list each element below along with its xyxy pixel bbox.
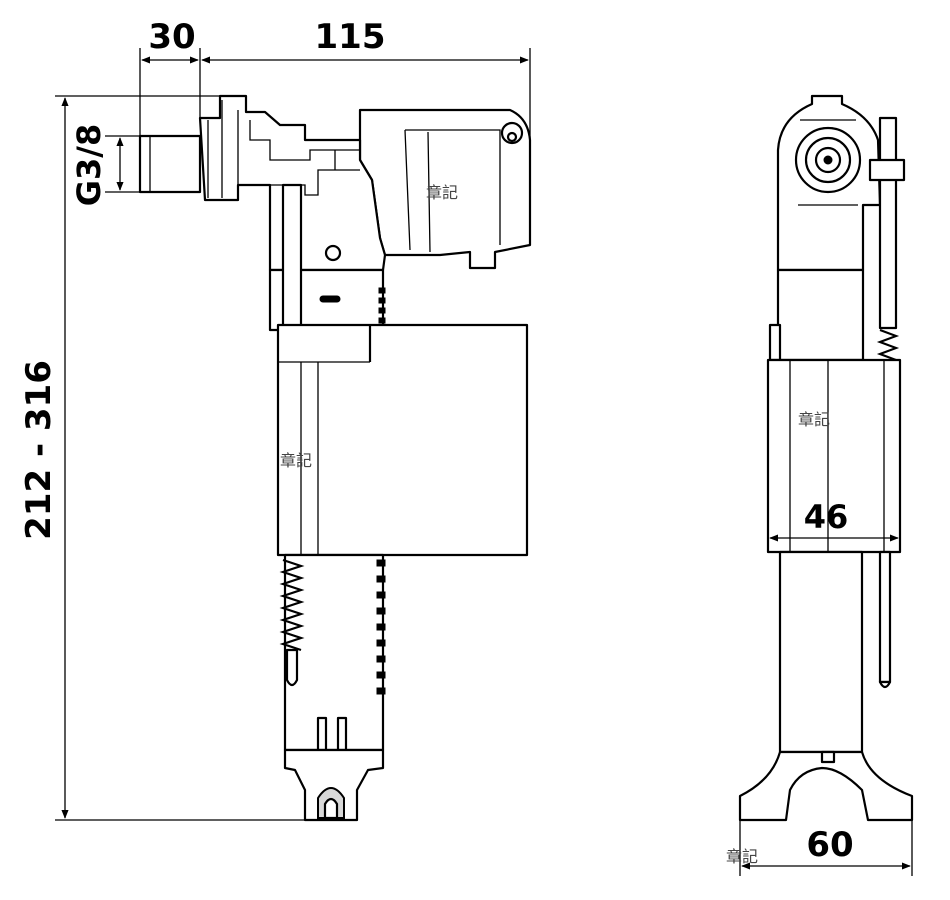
float-box xyxy=(276,323,529,557)
dim-thread: G3/8 xyxy=(70,124,108,206)
spring-lower xyxy=(279,558,305,652)
float-pivot-hole xyxy=(506,131,518,143)
dim-body-width: 46 xyxy=(804,498,849,536)
base-slot-right xyxy=(336,716,348,752)
lower-shaft xyxy=(283,553,385,752)
watermark-4: 章記 xyxy=(726,847,758,866)
watermark-2: 章記 xyxy=(280,451,312,470)
watermark-1: 章記 xyxy=(426,183,458,202)
side-foot xyxy=(283,748,385,822)
front-upper-shaft xyxy=(776,268,865,362)
dim-base-width: 60 xyxy=(806,825,853,865)
dim-height-range: 212 - 316 xyxy=(19,360,59,540)
rack-upper xyxy=(378,287,386,324)
valve-head xyxy=(198,94,387,272)
front-valve-center xyxy=(823,155,833,165)
float-cup-inner xyxy=(404,129,501,253)
inlet-thread xyxy=(138,134,202,194)
front-view xyxy=(738,94,914,822)
side-dimensions xyxy=(55,48,531,821)
front-dimensions xyxy=(739,534,913,876)
front-left-tab xyxy=(768,323,782,362)
front-foot-notch xyxy=(820,750,836,764)
spring-end xyxy=(285,648,299,687)
front-rod-lower xyxy=(878,550,892,684)
front-lower-shaft xyxy=(778,550,864,754)
front-rod-clip xyxy=(868,158,906,182)
front-spring xyxy=(876,328,900,362)
watermark-3: 章記 xyxy=(798,410,830,429)
shaft-hole xyxy=(324,244,342,262)
rack-lower xyxy=(376,559,386,695)
front-rod xyxy=(878,116,898,330)
valve-head-lines xyxy=(207,100,360,198)
base-slot-left xyxy=(316,716,328,752)
shaft-slot xyxy=(319,295,341,303)
side-view xyxy=(138,94,532,822)
front-foot xyxy=(738,750,914,822)
dim-inlet-offset: 30 xyxy=(148,17,195,57)
dim-arm-length: 115 xyxy=(315,17,386,57)
